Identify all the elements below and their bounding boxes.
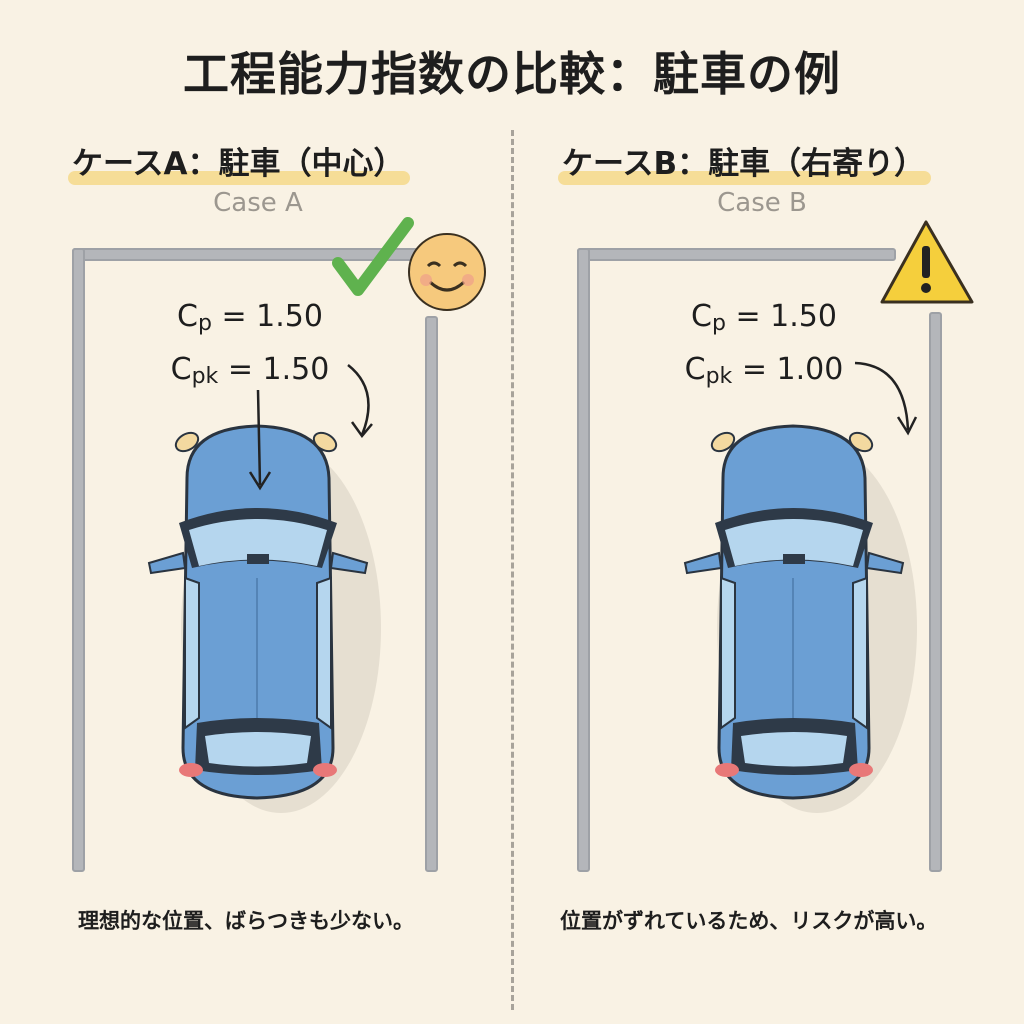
case-a-caption: 理想的な位置、ばらつきも少ない。 bbox=[78, 909, 414, 933]
case-b-cp: Cp = 1.50 bbox=[691, 299, 837, 336]
case-b-heading: ケースB：駐車（右寄り） bbox=[558, 138, 932, 185]
case-a-subtitle: Case A bbox=[213, 188, 303, 218]
case-b-subtitle: Case B bbox=[717, 188, 807, 218]
case-b-caption: 位置がずれているため、リスクが高い。 bbox=[560, 909, 938, 933]
parking-line-right bbox=[425, 316, 438, 872]
parking-line-top bbox=[577, 248, 896, 261]
case-b-arrow bbox=[854, 361, 918, 436]
parking-line-right bbox=[929, 312, 942, 872]
case-a-formulas: Cp = 1.50 Cpk = 1.50 bbox=[150, 294, 350, 400]
page-title: 工程能力指数の比較：駐車の例 bbox=[183, 47, 841, 101]
check-and-smile-icon bbox=[332, 217, 486, 311]
case-b-cpk: Cpk = 1.00 bbox=[684, 352, 844, 389]
case-a-cpk: Cpk = 1.50 bbox=[170, 352, 330, 389]
warning-icon bbox=[880, 220, 974, 304]
smile-icon bbox=[408, 233, 486, 311]
center-divider bbox=[511, 130, 514, 1010]
case-a-cp: Cp = 1.50 bbox=[177, 299, 323, 336]
case-b-formulas: Cp = 1.50 Cpk = 1.00 bbox=[664, 294, 864, 400]
case-a-arrows bbox=[248, 364, 373, 491]
case-a-heading-text: ケースA：駐車（中心） bbox=[72, 146, 405, 182]
parking-line-left bbox=[72, 248, 85, 872]
case-b-heading-text: ケースB：駐車（右寄り） bbox=[562, 146, 926, 182]
case-a-heading: ケースA：駐車（中心） bbox=[68, 138, 411, 185]
parking-line-left bbox=[577, 248, 590, 872]
check-icon bbox=[332, 217, 414, 296]
case-b-car bbox=[683, 424, 919, 815]
